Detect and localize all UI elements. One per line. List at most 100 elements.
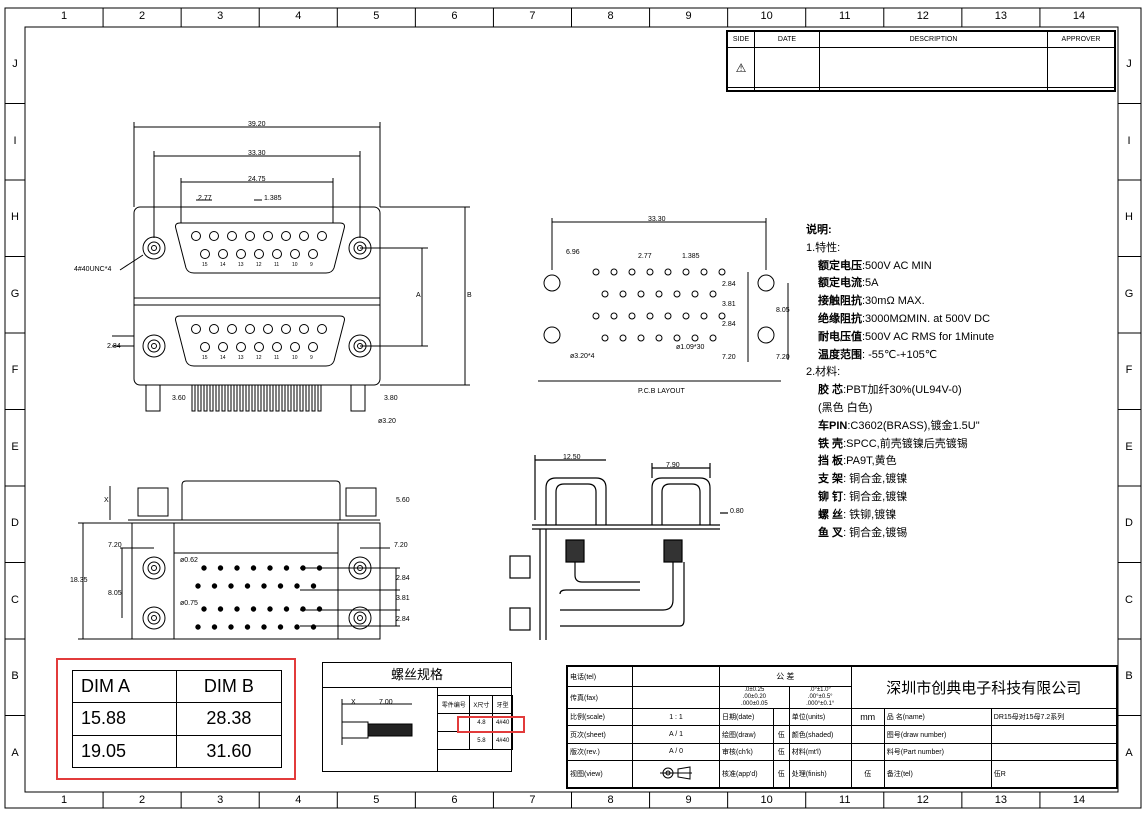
note-key: 车PIN [818,419,848,432]
pcb-dim-3-81: 3.81 [722,301,736,308]
tel-label: 电话(tel) [567,666,633,687]
pcb-hole [646,312,654,320]
screw-drawing [341,699,413,745]
top-view [112,122,470,412]
note-value: :C3602(BRASS),镀金1.5U" [847,419,980,432]
grid-col-label: 7 [529,10,536,22]
grid-col-label: 9 [685,10,692,22]
tol-linear: .0±0.25 [744,687,765,693]
pcb-hole [610,268,618,276]
appd-value: 伍 [772,760,790,788]
screw-title: 螺丝规格 [323,663,511,688]
pin-lead [269,384,274,412]
grid-row-label: D [1125,517,1133,530]
grid-col-label: 13 [994,794,1008,806]
pcb-hole [195,583,201,589]
pin-number: 10 [292,262,298,268]
shaded-label: 颜色(shaded) [788,725,852,744]
note-value: : 铁铆,镀镍 [843,508,897,521]
tolerance-label: 公 差 [719,666,852,687]
tel2-value: 伍R [990,760,1118,788]
pcb-dim-6-96: 6.96 [566,249,580,256]
note-key: 铆 钉 [818,490,844,503]
pcb-hole [673,290,681,298]
tol-linear: .000±0.05 [741,701,768,707]
rev-approver-header: APPROVER [1047,31,1115,48]
pin-lead [215,384,220,412]
pcb-hole [195,624,201,630]
notes-section-1: 1.特性: [806,241,841,254]
sv-dim-x: X [104,497,109,504]
pcb-hole [310,583,317,589]
dim-b-value: 31.60 [175,734,283,769]
pin-number: 10 [292,355,298,361]
drawnum-label: 图号(draw number) [883,725,992,744]
note-key: 绝缘阻抗 [818,312,862,325]
draw-label: 绘图(draw) [719,725,774,744]
note-key: 铁 壳 [818,437,844,450]
pin-lead [191,384,196,412]
grid-col-label: 1 [60,10,68,22]
company-name: 深圳市创典电子科技有限公司 [850,666,1118,709]
note-line: 额定电流:5A [806,275,994,293]
pcb-hole [211,624,218,630]
grid-row-label: G [1124,287,1134,300]
tol-angular: .00°±0.5° [807,694,833,700]
note-line: 绝缘阻抗:3000MΩMIN. at 500V DC [806,311,994,329]
pin-socket [299,231,309,241]
note-key: 温度范围 [818,348,862,361]
pcb-hole [682,268,690,276]
pcb-hole [283,606,290,612]
tel2-label: 备注(tel) [883,760,992,788]
pcb-hole [709,334,717,342]
note-line: 耐电压值:500V AC RMS for 1Minute [806,329,994,347]
note-value: :30mΩ MAX. [862,295,925,308]
pcb-hole [244,624,251,630]
note-value: :500V AC MIN [862,259,932,272]
grid-col-label: 14 [1072,10,1086,22]
note-line: 铁 壳:SPCC,前壳镀镍后壳镀锡 [806,436,994,454]
pcb-hole [601,334,609,342]
pcb-hole [234,606,240,612]
pcb-hole [664,268,672,276]
sheet-value: A / 1 [632,725,720,744]
pcb-hole [691,290,699,298]
pin-socket [236,342,246,352]
pcb-hole [283,565,290,571]
pcb-dim-7-20a: 7.20 [722,354,736,361]
grid-col-label: 5 [373,10,380,22]
pcb-dim-2-77: 2.77 [638,253,652,260]
pcb-hole [250,565,257,571]
note-line: 鱼 叉: 铜合金,镀锡 [806,525,994,543]
pcb-hole [601,290,609,298]
pin-lead [317,384,322,412]
pcb-hole [592,312,600,320]
pcb-hole [217,565,224,571]
pcb-caption: P.C.B LAYOUT [638,388,685,395]
grid-row-label: E [11,440,19,453]
side-view [78,480,400,640]
sv-dim-7-20a: 7.20 [108,542,122,549]
grid-row-label: H [11,211,19,224]
sv-dim-8-05: 8.05 [108,590,122,597]
dim-b: B [467,292,472,299]
note-line: 接触阻抗:30mΩ MAX. [806,293,994,311]
pin-socket [263,231,273,241]
pin-socket [308,342,318,352]
pcb-hole [718,312,726,320]
grid-col-label: 11 [839,794,851,806]
pcb-hole [316,606,323,612]
pin-lead [221,384,226,412]
dim-table: DIM A DIM B 15.88 28.38 19.05 31.60 [56,658,296,780]
rev-side-header: SIDE [727,31,755,48]
pcb-hole [277,624,284,630]
projection-icon [660,766,692,780]
note-key: 额定电压 [818,259,862,272]
title-block: 电话(tel) 公 差 深圳市创典电子科技有限公司 传真(fax) .0±0.2… [566,665,1118,789]
pcb-dim-2-84a: 2.84 [722,281,736,288]
rv-dim-0-80: 0.80 [730,508,744,515]
grid-row-label: C [1125,593,1133,606]
grid-row-label: H [1125,211,1133,224]
pin-socket [200,342,210,352]
grid-col-label: 7 [529,794,536,806]
